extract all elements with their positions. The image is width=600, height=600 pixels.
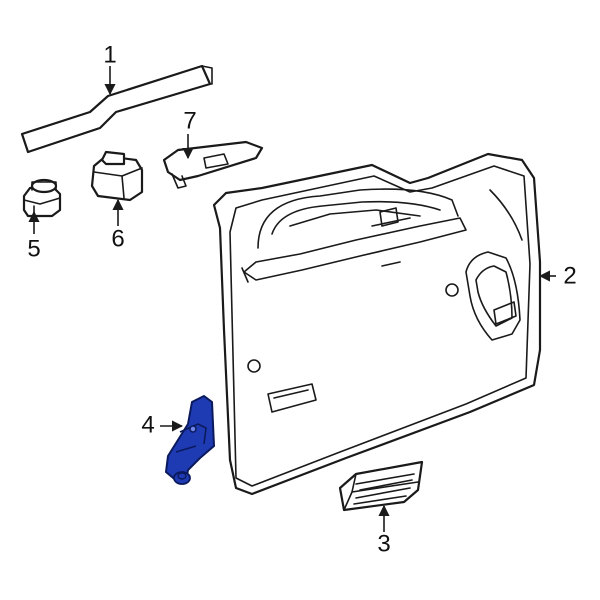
callout-7-label: 7 (183, 107, 196, 134)
switch-knob-part[interactable] (22, 178, 62, 218)
pocket-pad-part[interactable] (338, 460, 424, 512)
switch-block-part[interactable] (90, 150, 144, 202)
callout-5-label: 5 (27, 235, 40, 262)
trim-strip-part[interactable] (20, 64, 213, 154)
callout-1-label: 1 (103, 41, 116, 68)
switch-bezel-part[interactable] (162, 140, 264, 189)
callout-2-label: 2 (563, 262, 576, 289)
callout-4-label: 4 (141, 411, 154, 438)
callout-3-label: 3 (377, 530, 390, 557)
bracket-part-highlighted[interactable] (165, 395, 215, 485)
door-trim-panel-part[interactable] (212, 152, 542, 496)
callout-6-label: 6 (111, 225, 124, 252)
